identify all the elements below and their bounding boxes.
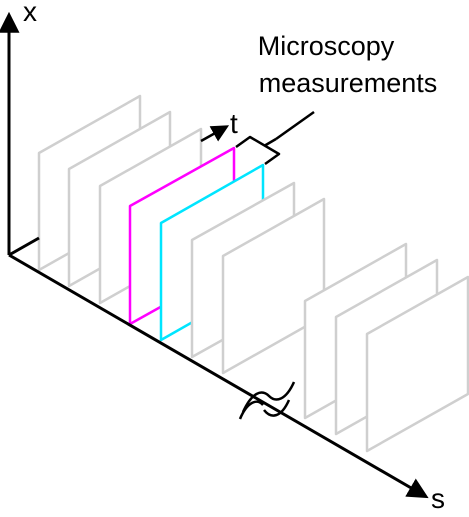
- annotation-title-line1: Microscopy: [258, 31, 395, 61]
- time-arrow: [200, 125, 230, 143]
- vertical-axis-label: x: [23, 0, 37, 27]
- frame-7: [221, 197, 326, 375]
- annotation-leader-line: [275, 110, 315, 141]
- time-axis-label: t: [230, 108, 238, 139]
- frame-10: [365, 275, 469, 453]
- measurement-bracket: [235, 135, 281, 166]
- frames-group-2: [190, 181, 326, 375]
- axis-break-icon: [238, 381, 296, 420]
- horizontal-axis: [8, 253, 429, 499]
- depth-axis: [8, 236, 40, 257]
- horizontal-axis-label: s: [431, 483, 445, 514]
- annotation-title-line2: measurements: [259, 68, 438, 98]
- frames-group-3: [303, 242, 469, 453]
